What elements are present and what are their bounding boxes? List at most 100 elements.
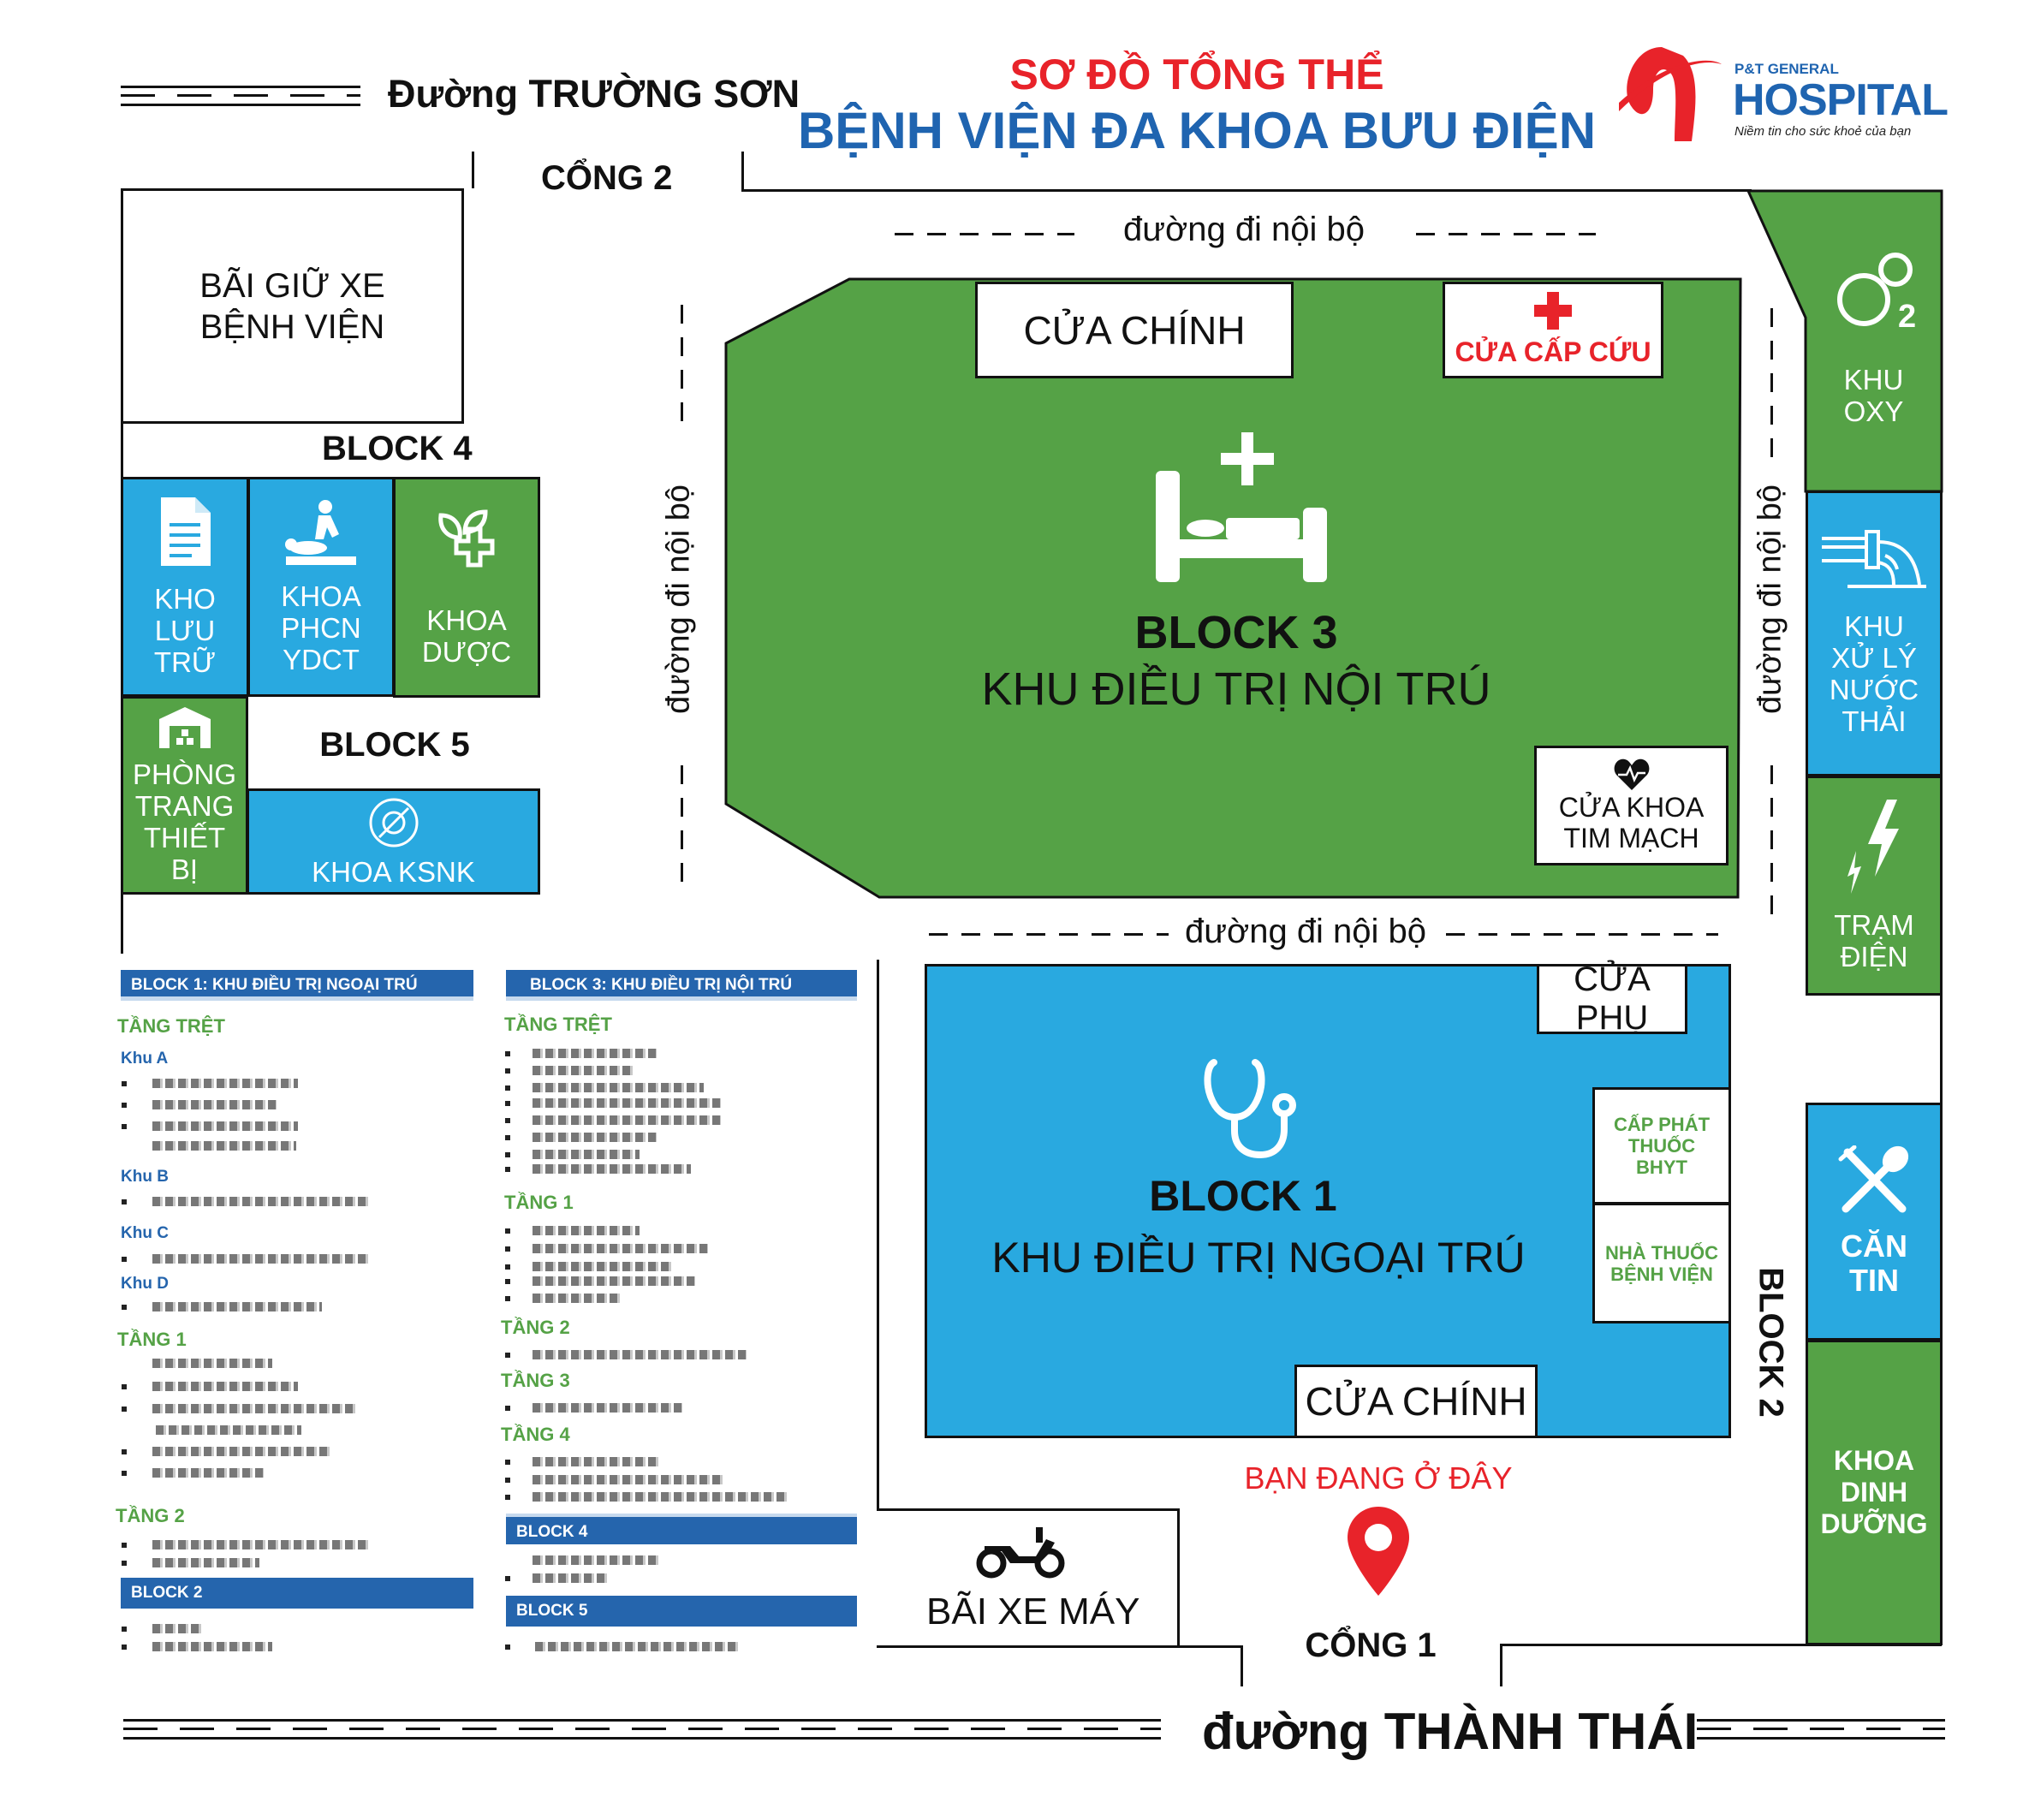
road-bottom-label: đường THÀNH THÁI <box>1202 1703 1699 1760</box>
legend-item <box>533 1573 610 1583</box>
block5-label: BLOCK 5 <box>319 726 470 764</box>
bullet <box>505 1495 510 1500</box>
room-kho-luu-tru[interactable]: KHO LƯU TRỮ <box>121 477 249 697</box>
legend-item <box>533 1350 747 1359</box>
hospital-logo: P&T GENERAL HOSPITAL Niềm tin cho sức kh… <box>1615 39 1949 150</box>
legend-item <box>156 1425 301 1435</box>
legend-item <box>152 1100 277 1109</box>
you-are-here-label: BẠN ĐANG Ở ĐÂY <box>1244 1460 1513 1496</box>
bullet <box>505 1068 510 1074</box>
internal-road-label-top: đường đi nội bộ <box>1122 211 1366 248</box>
room-label: CĂN TIN <box>1841 1228 1907 1298</box>
legend-item <box>533 1083 704 1092</box>
bullet <box>122 1103 127 1108</box>
legend-floor: TẦNG TRỆT <box>504 1014 612 1035</box>
bullet <box>122 1449 127 1454</box>
bullet <box>505 1085 510 1091</box>
motorbike-parking-label: BÃI XE MÁY <box>926 1591 1140 1633</box>
legend-zone: Khu B <box>121 1168 169 1186</box>
legend-item <box>533 1049 657 1058</box>
block1-side-door[interactable]: CỬA PHỤ <box>1537 961 1687 1037</box>
legend-item <box>533 1262 674 1271</box>
bullet <box>505 1406 510 1411</box>
bhyt-dispensary[interactable]: CẤP PHÁT THUỐC BHYT <box>1592 1087 1731 1204</box>
room-xu-ly-nuoc-thai[interactable]: KHU XỬ LÝ NƯỚC THẢI <box>1806 491 1943 776</box>
hospital-bed-icon <box>1156 432 1327 582</box>
block3-label: BLOCK 3 <box>1134 607 1338 658</box>
logo-slogan: Niềm tin cho sức khoẻ của bạn <box>1734 124 1912 139</box>
red-cross-icon <box>1534 292 1572 330</box>
legend-header: BLOCK 4 <box>506 1514 857 1544</box>
room-khu-oxy-shape <box>1746 189 1943 493</box>
internal-road-dash <box>1770 308 1773 461</box>
bullet <box>505 1296 510 1301</box>
bullet <box>505 1101 510 1106</box>
logo-mark-icon <box>1619 47 1722 141</box>
legend-header: BLOCK 5 <box>506 1596 857 1627</box>
heart-pulse-icon <box>1614 758 1649 790</box>
title-line1: SƠ ĐỒ TỔNG THỂ <box>1009 51 1384 98</box>
legend-item <box>152 1121 298 1131</box>
room-tram-dien[interactable]: TRẠM ĐIỆN <box>1806 776 1943 996</box>
bullet <box>505 1246 510 1252</box>
block1-subtitle: KHU ĐIỀU TRỊ NGOẠI TRÚ <box>991 1234 1526 1282</box>
boundary-line <box>1500 1644 1502 1686</box>
room-khu-oxy[interactable]: 2 KHU OXY <box>1806 248 1942 454</box>
block4-label: BLOCK 4 <box>322 430 473 467</box>
legend-item <box>533 1150 640 1159</box>
bullet <box>122 1081 127 1086</box>
legend-item <box>152 1468 264 1478</box>
legend-item <box>152 1404 358 1413</box>
boundary-line <box>1177 1508 1180 1647</box>
herbal-cross-icon <box>438 509 495 568</box>
bullet <box>122 1305 127 1310</box>
hospital-pharmacy[interactable]: NHÀ THUỐC BỆNH VIỆN <box>1592 1203 1731 1323</box>
legend-item <box>533 1133 657 1142</box>
legend-item <box>152 1141 296 1151</box>
bullet <box>505 1645 510 1650</box>
road-truong-son <box>121 86 360 106</box>
lightning-bolt-icon <box>1847 799 1899 894</box>
emergency-door-label: CỬA CẤP CỨU <box>1455 336 1651 367</box>
room-khoa-ksnk[interactable]: KHOA KSNK <box>247 788 540 895</box>
room-khoa-dinh-duong[interactable]: KHOA DINH DƯỠNG <box>1806 1340 1943 1645</box>
room-can-tin[interactable]: CĂN TIN <box>1806 1103 1943 1341</box>
legend-zone: Khu C <box>121 1224 169 1242</box>
legend-floor: TẦNG 4 <box>501 1424 570 1445</box>
room-khoa-duoc[interactable]: KHOA DƯỢC <box>393 477 540 698</box>
legend-item <box>533 1555 661 1565</box>
legend-item <box>152 1382 298 1391</box>
legend-item <box>533 1457 661 1466</box>
bullet <box>505 1478 510 1483</box>
block1-main-door[interactable]: CỬA CHÍNH <box>1294 1365 1538 1438</box>
boundary-line <box>1940 995 1943 1103</box>
internal-road-dash <box>681 765 683 889</box>
legend-item <box>533 1115 721 1125</box>
room-label: KHOA KSNK <box>312 855 475 888</box>
legend-zone: Khu A <box>121 1050 169 1068</box>
internal-road-label-middle: đường đi nội bộ <box>1184 913 1427 950</box>
block3-emergency-door[interactable]: CỬA CẤP CỨU <box>1443 282 1663 378</box>
legend-item <box>152 1558 259 1567</box>
cardiology-door[interactable]: CỬA KHOA TIM MẠCH <box>1534 746 1728 865</box>
page-title: BỆNH VIỆN ĐA KHOA BƯU ĐIỆN <box>797 102 1597 159</box>
room-label: KHOA DINH DƯỠNG <box>1820 1445 1928 1539</box>
road-thanh-thai <box>123 1719 1161 1740</box>
boundary-line <box>1500 1644 1942 1646</box>
bullet <box>505 1228 510 1234</box>
boundary-line <box>472 152 474 188</box>
room-phong-trang-thiet-bi[interactable]: PHÒNG TRANG THIẾT BỊ <box>121 696 248 895</box>
legend-item <box>533 1244 708 1253</box>
legend-item <box>533 1164 691 1174</box>
legend-zone: Khu D <box>121 1275 169 1293</box>
legend-item <box>533 1066 635 1075</box>
legend-item <box>535 1642 741 1651</box>
road-thanh-thai <box>1697 1719 1945 1740</box>
bullet <box>122 1407 127 1412</box>
bullet <box>122 1257 127 1262</box>
block3-main-door[interactable]: CỬA CHÍNH <box>975 282 1294 378</box>
cardiology-door-label: CỬA KHOA TIM MẠCH <box>1558 792 1705 853</box>
road-top-label: Đường TRƯỜNG SƠN <box>388 72 800 116</box>
block3-building[interactable] <box>0 0 2023 942</box>
logo-small-text: P&T GENERAL <box>1734 61 1839 77</box>
